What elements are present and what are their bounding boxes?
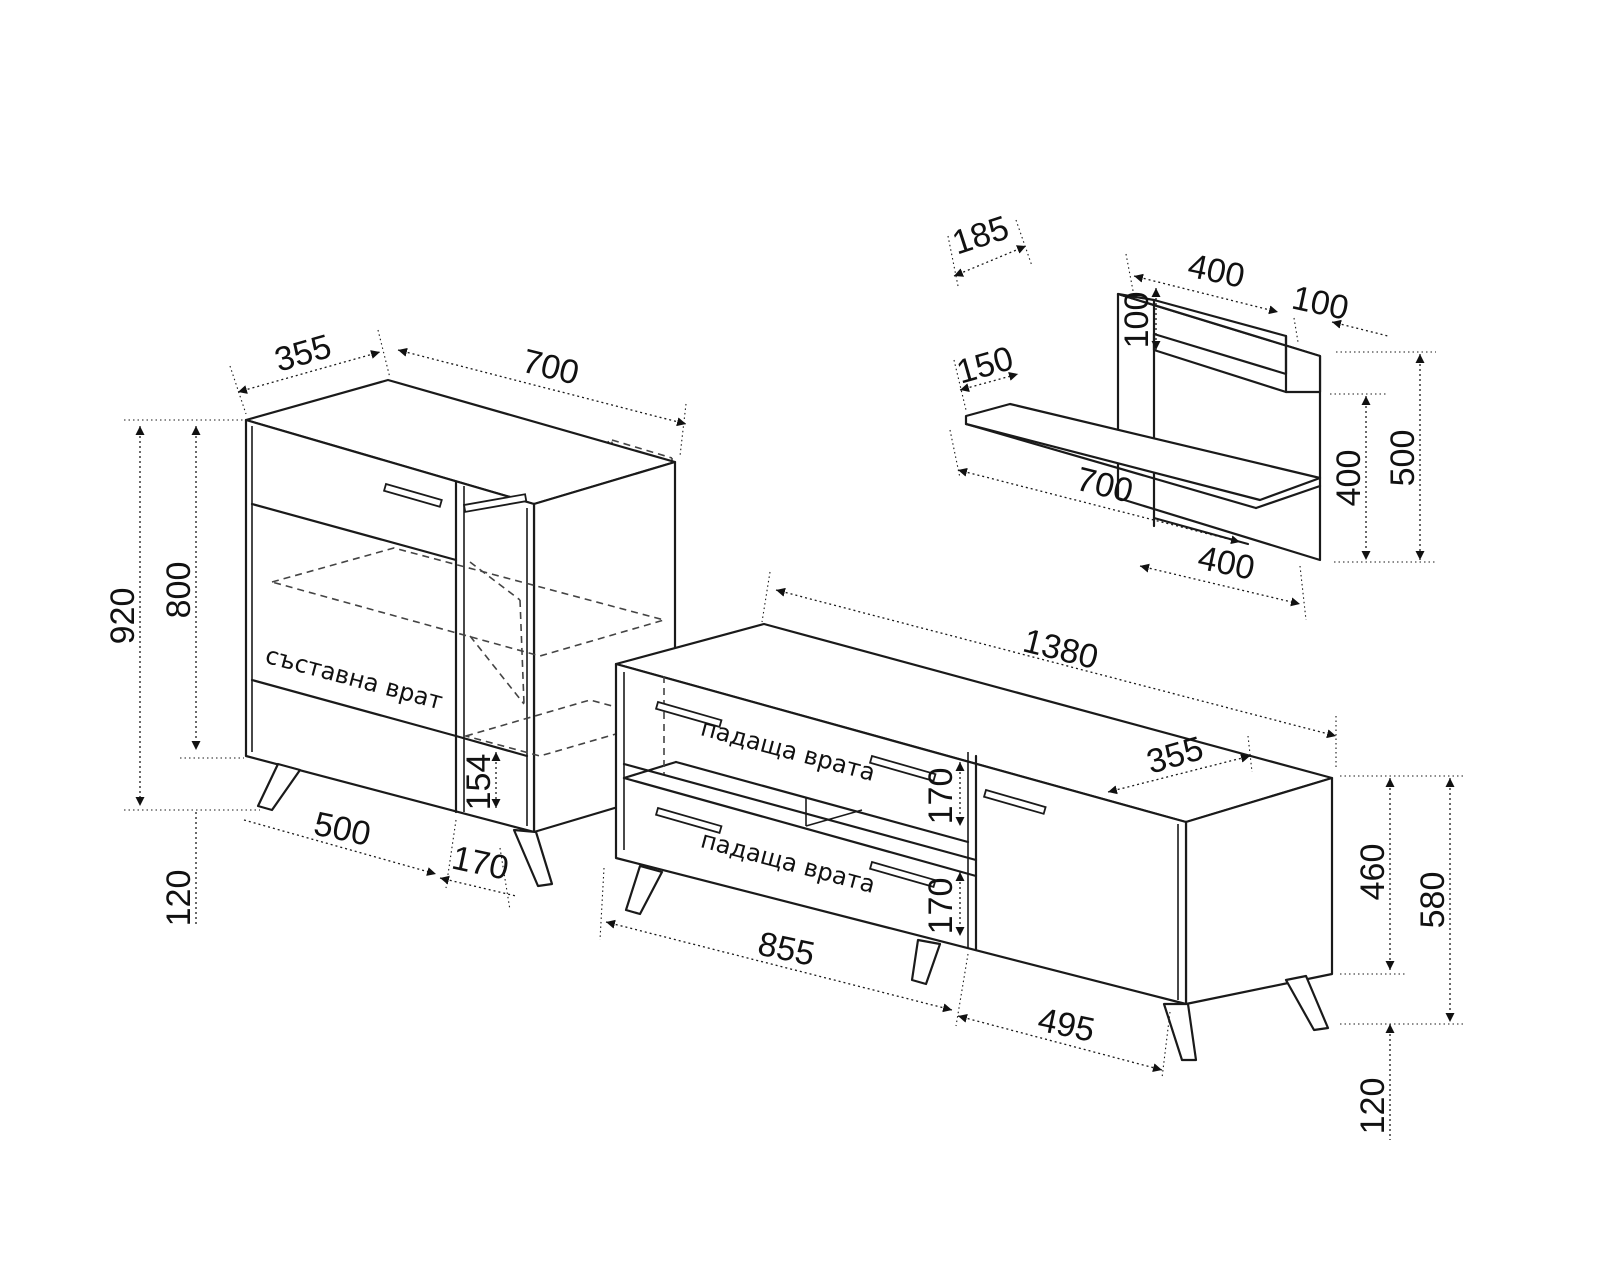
cabinet-drawer-divider <box>250 502 458 562</box>
ext-line <box>1299 565 1307 621</box>
ext-line <box>1293 317 1299 343</box>
cabinet-leg <box>512 828 554 888</box>
cabinet-drawer-handle <box>382 482 443 508</box>
cabinet-front-left-label: 500 <box>311 805 374 854</box>
dim-line <box>953 245 1027 277</box>
cabinet-hidden-glass-diagonal <box>469 561 521 601</box>
cabinet-leg <box>256 762 302 812</box>
cabinet-hidden-glass-diagonal <box>469 635 525 705</box>
ext-line <box>1015 219 1033 267</box>
ext-line <box>761 571 771 623</box>
tv-drawer-height-bottom-label: 170 <box>922 878 960 935</box>
tv-front-right-label: 495 <box>1035 1001 1098 1050</box>
tv-unit-shelf-inner <box>805 809 863 827</box>
tv-total-height-label: 580 <box>1414 872 1452 929</box>
shelf-panel-bottom-width-label: 400 <box>1195 539 1258 588</box>
tv-unit-handle <box>868 860 937 889</box>
tv-unit-handle <box>868 754 937 783</box>
dim-line <box>959 372 1019 392</box>
tv-unit-handle <box>654 700 723 729</box>
ext-line <box>949 429 961 479</box>
cabinet-lower-divider <box>250 678 458 738</box>
cabinet-total-height-label: 920 <box>104 588 142 645</box>
tv-width-label: 1380 <box>1019 622 1102 677</box>
shelf-panel-height-label: 400 <box>1330 450 1368 507</box>
shelf-offset-label: 100 <box>1289 279 1352 328</box>
dimension-lines <box>124 219 1466 1140</box>
dim-line <box>775 587 1337 739</box>
cabinet-hidden-back-edge <box>611 439 673 459</box>
tv-front-left-label: 855 <box>755 925 818 974</box>
cabinet-small-door-top <box>454 734 529 758</box>
ext-line <box>499 847 511 911</box>
ext-line <box>955 953 969 1027</box>
shelf-total-height-label: 500 <box>1384 430 1422 487</box>
tv-body-height-label: 460 <box>1354 844 1392 901</box>
wall-shelf-board-edge <box>1254 484 1322 510</box>
cabinet-width-label: 700 <box>519 342 583 393</box>
ext-line <box>1247 735 1253 773</box>
cabinet-small-door-label: 154 <box>460 754 498 811</box>
tv-unit-leg <box>1162 1002 1198 1062</box>
dim-line <box>243 819 437 876</box>
tv-unit-divider <box>622 762 978 862</box>
tv-unit-shelf-inner <box>622 760 678 780</box>
dim-line <box>957 467 1241 545</box>
tv-drawer-height-top-label: 170 <box>922 768 960 825</box>
cabinet-body-height-label: 800 <box>160 562 198 619</box>
cabinet-depth-label: 355 <box>270 327 335 379</box>
tv-unit-divider <box>622 776 978 878</box>
ext-line <box>1125 253 1135 297</box>
ext-line <box>377 329 391 379</box>
cabinet-hidden-glass-diagonal <box>519 599 525 705</box>
tv-unit-leg <box>624 864 664 916</box>
shelf-panel-top-width-label: 400 <box>1185 247 1248 296</box>
shelf-depth-label: 150 <box>952 339 1017 391</box>
tv-unit-shelf-inner <box>674 760 970 844</box>
shelf-panel-top-height-label: 100 <box>1118 292 1156 349</box>
tv-unit-leg <box>910 938 942 986</box>
tv-unit-handle <box>982 788 1047 815</box>
ext-line <box>599 867 605 941</box>
cabinet-front-right-label: 170 <box>449 839 512 888</box>
dim-line <box>439 875 517 897</box>
shelf-depth-top-label: 185 <box>948 209 1014 263</box>
tv-unit-leg <box>1284 974 1330 1032</box>
dim-line <box>957 1013 1163 1073</box>
ext-line <box>679 403 687 457</box>
tv-unit-handle <box>654 806 723 835</box>
ext-line <box>1161 1011 1171 1079</box>
cabinet-leg-height-label: 120 <box>160 870 198 927</box>
cabinet-hidden-shelf-upper <box>269 547 667 657</box>
tv-leg-height-label: 120 <box>1354 1078 1392 1135</box>
cabinet-door-handle <box>462 493 528 513</box>
